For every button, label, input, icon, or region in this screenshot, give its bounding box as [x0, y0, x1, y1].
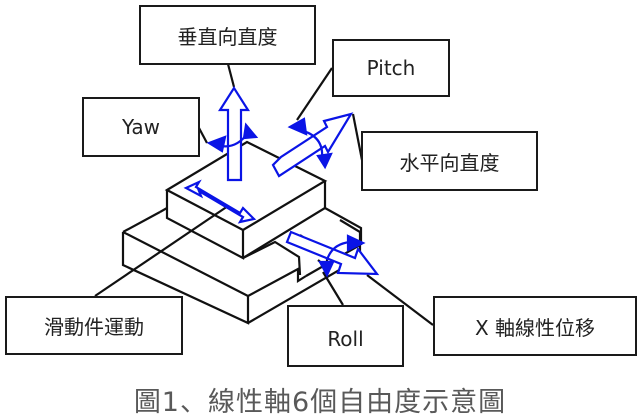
roll-arrowhead-down — [318, 260, 335, 278]
label-yaw: Yaw — [82, 97, 200, 157]
motion-arrows — [183, 85, 380, 278]
yaw-arrowhead-left — [206, 135, 227, 153]
x-linear-displacement-arrow — [285, 230, 380, 276]
horizontal-straightness-arrow — [271, 112, 354, 178]
pitch-arrowhead-up — [287, 117, 308, 136]
slider-motion-arrow — [183, 179, 257, 224]
roll-arrowhead-right — [346, 234, 366, 252]
leader-x — [366, 274, 434, 326]
middle-block-top — [159, 207, 168, 213]
top-block-notch — [242, 240, 302, 276]
label-pitch: Pitch — [332, 39, 450, 97]
vertical-straightness-arrow — [217, 85, 251, 182]
top-block-left-face — [165, 190, 245, 260]
label-horizontal-straightness: 水平向直度 — [361, 131, 538, 191]
label-x-linear-displacement: X 軸線性位移 — [433, 296, 637, 356]
middle-block-right — [324, 207, 363, 245]
leader-pitch — [296, 67, 333, 121]
label-vertical-straightness: 垂直向直度 — [139, 5, 316, 65]
yaw-arrowhead-right — [242, 122, 259, 140]
label-roll: Roll — [287, 305, 404, 367]
pitch-arrowhead-down — [316, 152, 333, 170]
figure-caption: 圖1、線性軸6個自由度示意圖 — [133, 387, 507, 418]
leader-vertical — [226, 63, 236, 88]
base-block-top-front-edge — [122, 231, 307, 298]
leader-horizontal — [351, 113, 364, 161]
base-block-top-left-edge — [122, 211, 161, 233]
base-block-left-face — [121, 232, 250, 325]
leader-yaw — [198, 127, 208, 144]
top-block-right-face — [242, 181, 327, 259]
label-slider-motion: 滑動件運動 — [5, 296, 183, 355]
